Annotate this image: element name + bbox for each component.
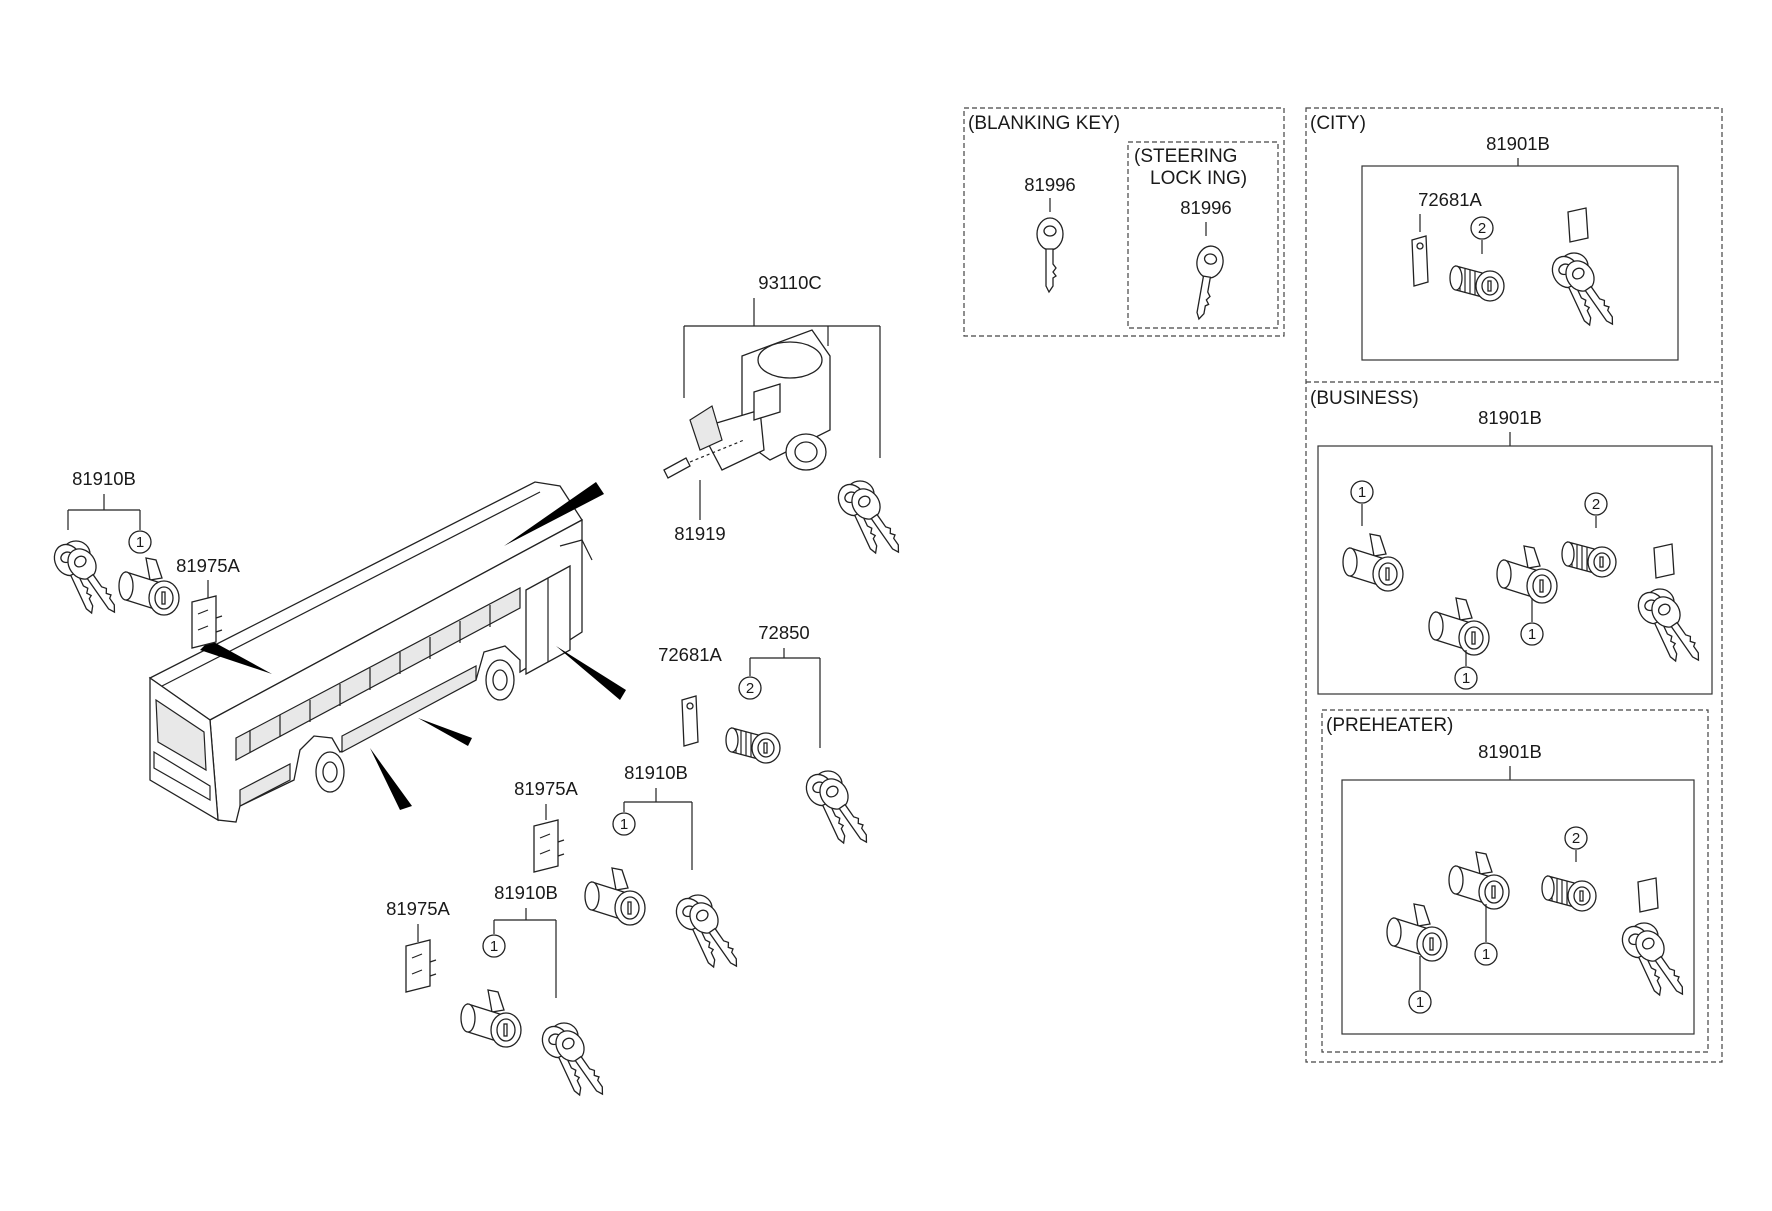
ignition-switch-group: 93110C 81919 bbox=[663, 272, 910, 559]
blanking-key-panel: (BLANKING KEY) (STEERING LOCK ING) 81996… bbox=[963, 107, 1285, 337]
group-label-city: (CITY) bbox=[1310, 113, 1366, 134]
leader-wedges bbox=[200, 482, 626, 810]
key-with-tag-icon bbox=[1617, 878, 1693, 1001]
lock-cylinder-icon bbox=[1386, 903, 1448, 962]
door-lock-low-group: 81975A 81910B 1 bbox=[386, 882, 614, 1101]
key-with-tag-icon bbox=[1547, 208, 1623, 331]
callout-1: 1 bbox=[1482, 946, 1490, 963]
callout-1: 1 bbox=[1462, 670, 1470, 687]
callout-2: 2 bbox=[1592, 496, 1600, 513]
group-label-steering-lock-1: (STEERING bbox=[1134, 146, 1237, 167]
key-icon bbox=[1186, 243, 1227, 323]
callout-1: 1 bbox=[490, 938, 498, 955]
callout-1: 1 bbox=[1528, 626, 1536, 643]
key-icon bbox=[1036, 217, 1064, 293]
lock-cylinder-icon bbox=[1496, 545, 1558, 604]
part-label-81910B-low: 81910B bbox=[494, 882, 558, 903]
part-label-93110C: 93110C bbox=[758, 272, 821, 293]
lock-set-panels: (CITY) 81901B 72681A 2 (BUSINESS) 81901B… bbox=[1305, 107, 1723, 1063]
group-label-preheater: (PREHEATER) bbox=[1326, 715, 1453, 736]
group-label-steering-lock-2: LOCK ING) bbox=[1150, 168, 1247, 189]
part-label-81996-steering: 81996 bbox=[1180, 197, 1231, 218]
callout-1: 1 bbox=[1416, 994, 1424, 1011]
key-icon bbox=[49, 540, 125, 619]
lock-cylinder-threaded-icon bbox=[1541, 875, 1597, 912]
bus-outline-icon bbox=[148, 481, 593, 823]
clip-bracket-icon bbox=[191, 595, 223, 649]
callout-1: 1 bbox=[1358, 484, 1366, 501]
ignition-pin-icon bbox=[663, 439, 745, 479]
part-label-81901B-city: 81901B bbox=[1486, 133, 1550, 154]
part-label-72681A: 72681A bbox=[658, 644, 722, 665]
part-label-81975A-mid: 81975A bbox=[514, 778, 578, 799]
key-icon bbox=[671, 894, 747, 973]
key-icon bbox=[801, 770, 877, 849]
key-tag-icon bbox=[681, 695, 699, 747]
lock-cylinder-icon bbox=[1342, 533, 1404, 592]
part-label-81901B-preheater: 81901B bbox=[1478, 741, 1542, 762]
lock-cylinder-icon bbox=[1448, 851, 1510, 910]
lock-cylinder-icon bbox=[584, 867, 646, 926]
door-lock-mid-group: 81975A 81910B 1 bbox=[514, 762, 748, 973]
lock-cylinder-icon bbox=[118, 557, 180, 616]
preheater-panel: (PREHEATER) 81901B 1 1 2 bbox=[1321, 709, 1709, 1053]
door-lock-front-group: 81910B 1 81975A bbox=[49, 468, 241, 649]
callout-2: 2 bbox=[1478, 220, 1486, 237]
part-label-81919: 81919 bbox=[674, 523, 725, 544]
lock-cylinder-threaded-icon bbox=[725, 727, 781, 764]
lock-cylinder-threaded-icon bbox=[1561, 541, 1617, 578]
lock-cylinder-threaded-icon bbox=[1449, 265, 1505, 302]
part-label-72850: 72850 bbox=[758, 622, 809, 643]
callout-1: 1 bbox=[620, 816, 628, 833]
callout-2: 2 bbox=[1572, 830, 1580, 847]
key-tag-main-group: 72681A 72850 2 bbox=[658, 622, 878, 849]
callout-1: 1 bbox=[136, 534, 144, 551]
ignition-key-icon bbox=[833, 480, 909, 559]
part-label-81910B-front: 81910B bbox=[72, 468, 136, 489]
part-label-81975A-front: 81975A bbox=[176, 555, 240, 576]
business-panel: (BUSINESS) 81901B 1 1 1 2 bbox=[1310, 388, 1713, 695]
lock-cylinder-icon bbox=[460, 989, 522, 1048]
ignition-switch-icon bbox=[689, 329, 831, 471]
part-label-81975A-low: 81975A bbox=[386, 898, 450, 919]
lock-cylinder-icon bbox=[1428, 597, 1490, 656]
part-label-72681A-city: 72681A bbox=[1418, 189, 1482, 210]
clip-bracket-icon bbox=[533, 819, 565, 873]
key-tag-icon bbox=[1411, 235, 1429, 287]
key-with-tag-icon bbox=[1633, 544, 1709, 667]
part-label-81901B-business: 81901B bbox=[1478, 407, 1542, 428]
group-label-business: (BUSINESS) bbox=[1310, 388, 1419, 409]
key-icon bbox=[537, 1022, 613, 1101]
clip-bracket-icon bbox=[405, 939, 437, 993]
callout-2: 2 bbox=[746, 680, 754, 697]
city-panel: (CITY) 81901B 72681A 2 bbox=[1310, 113, 1679, 361]
part-label-81910B-mid: 81910B bbox=[624, 762, 688, 783]
group-label-blanking-key: (BLANKING KEY) bbox=[968, 113, 1120, 134]
part-label-81996: 81996 bbox=[1024, 174, 1075, 195]
